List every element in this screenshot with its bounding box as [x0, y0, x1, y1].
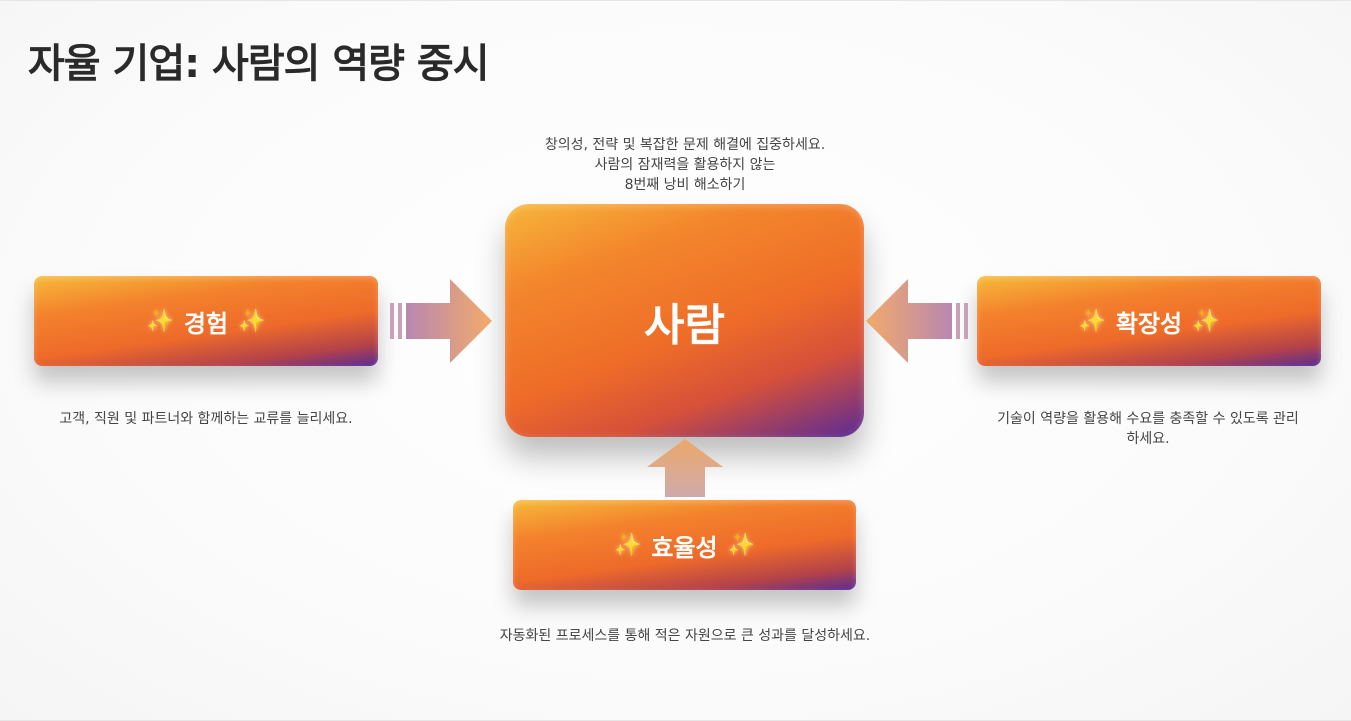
center-description-line-2: 사람의 잠재력을 활용하지 않는	[594, 157, 776, 173]
sparkle-icon: ✨	[238, 308, 266, 334]
right-description-line-1: 기술이 역량을 활용해 수요를 충족할 수 있도록 관리	[997, 411, 1299, 427]
sparkle-icon: ✨	[1192, 308, 1220, 334]
bottom-box-efficiency: ✨ 효율성 ✨	[513, 500, 856, 590]
arrow-left-icon	[866, 279, 968, 363]
center-box-label: 사람	[644, 299, 725, 351]
right-box-label: 확장성	[1115, 309, 1183, 338]
center-box-people: 사람	[505, 204, 864, 437]
center-description: 창의성, 전략 및 복잡한 문제 해결에 집중하세요. 사람의 잠재력을 활용하…	[485, 135, 885, 195]
left-box-label: 경험	[183, 309, 229, 338]
arrow-right-icon	[390, 279, 492, 363]
right-box-scalability: ✨ 확장성 ✨	[977, 276, 1321, 366]
center-description-line-3: 8번째 낭비 해소하기	[624, 177, 746, 193]
sparkle-icon: ✨	[146, 308, 174, 334]
left-box-experience: ✨ 경험 ✨	[34, 276, 378, 366]
sparkle-icon: ✨	[1078, 308, 1106, 334]
center-description-line-1: 창의성, 전략 및 복잡한 문제 해결에 집중하세요.	[544, 137, 826, 153]
page-title: 자율 기업: 사람의 역량 중시	[28, 41, 489, 87]
bottom-description: 자동화된 프로세스를 통해 적은 자원으로 큰 성과를 달성하세요.	[499, 628, 871, 644]
right-description-line-2: 하세요.	[1126, 431, 1170, 447]
right-description: 기술이 역량을 활용해 수요를 충족할 수 있도록 관리 하세요.	[972, 409, 1324, 449]
sparkle-icon: ✨	[727, 532, 756, 558]
arrow-up-icon	[647, 439, 723, 497]
sparkle-icon: ✨	[613, 532, 642, 558]
bottom-box-label: 효율성	[651, 533, 718, 562]
left-description: 고객, 직원 및 파트너와 함께하는 교류를 늘리세요.	[59, 411, 353, 427]
